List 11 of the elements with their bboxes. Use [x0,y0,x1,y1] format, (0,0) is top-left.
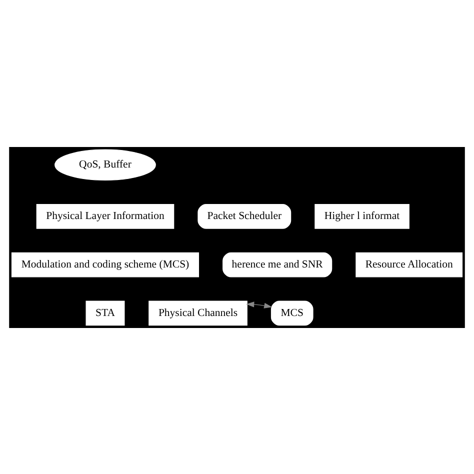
node-box: Modulation and coding scheme (MCS) [11,252,200,277]
node-box: MCS [270,300,314,326]
node-box: STA [86,300,125,326]
node-box: Packet Scheduler [198,203,292,228]
node-box: herence me and SNR [222,252,332,277]
node-box: Higher l informat [314,203,410,228]
node-box: Physical Layer Information [36,203,174,228]
node-ellipse: QoS, Buffer [54,148,156,180]
arrow [246,301,272,308]
node-box: Physical Channels [148,300,248,326]
node-box: Resource Allocation [356,252,463,277]
